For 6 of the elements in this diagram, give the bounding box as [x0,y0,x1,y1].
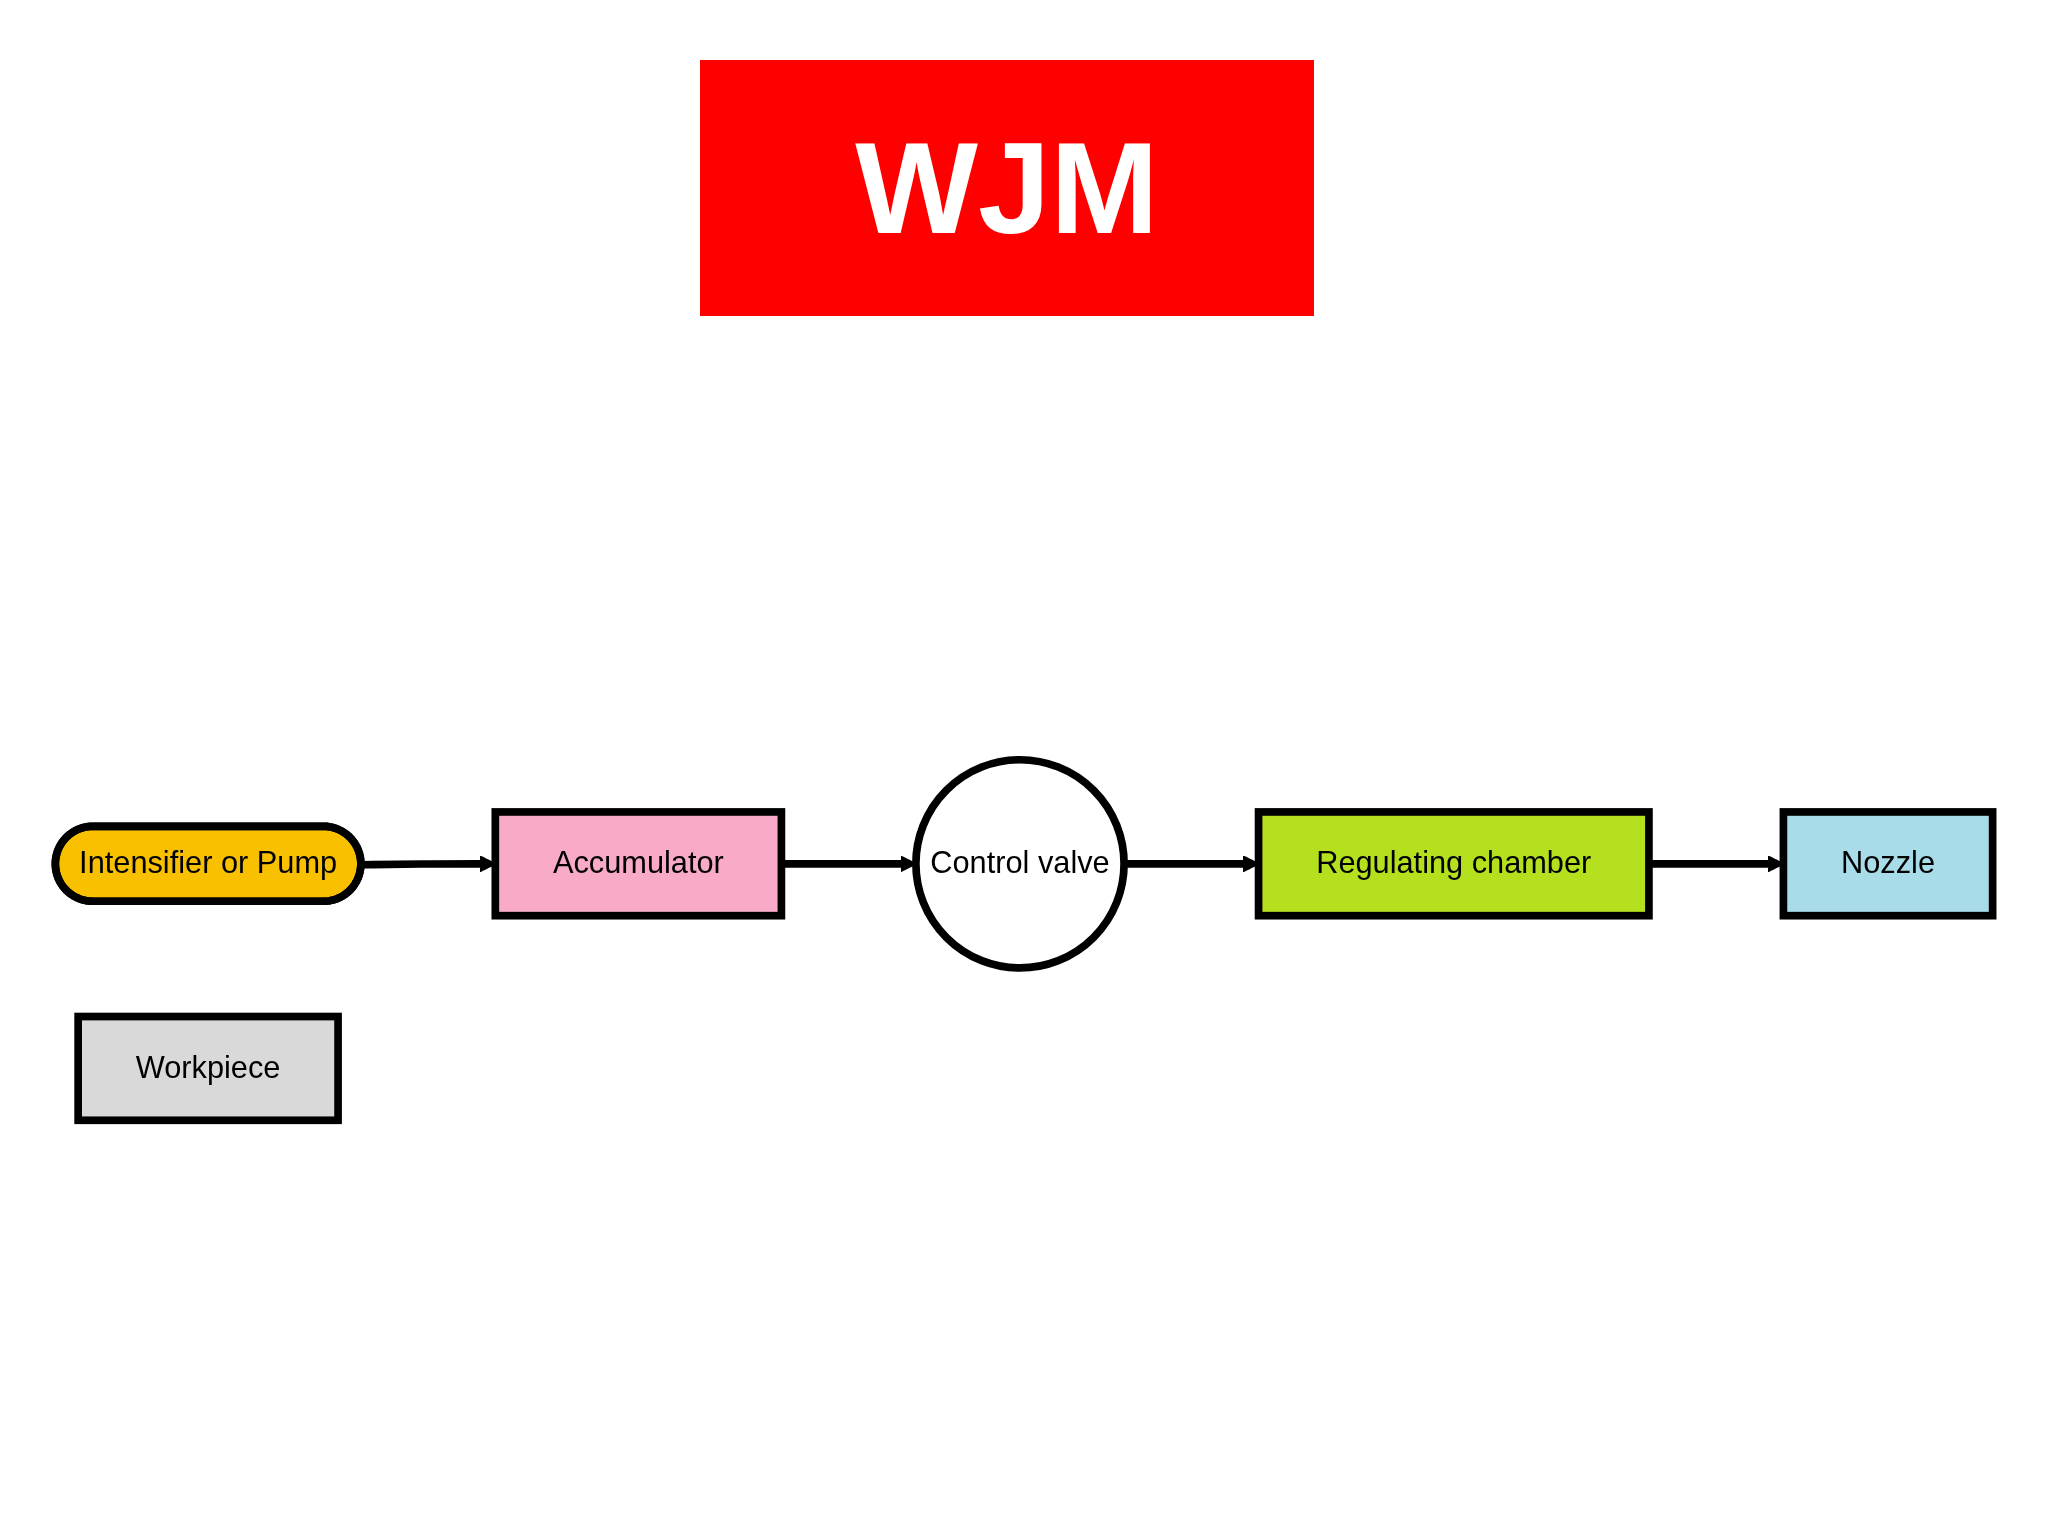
title-banner: WJM [700,60,1314,316]
node-box: Regulating chamber [1254,808,1653,920]
node-circle: Control valve [912,755,1128,972]
node-box: Accumulator [491,808,786,920]
node-box: Nozzle [1779,808,1997,920]
node-box: Workpiece [74,1012,342,1125]
